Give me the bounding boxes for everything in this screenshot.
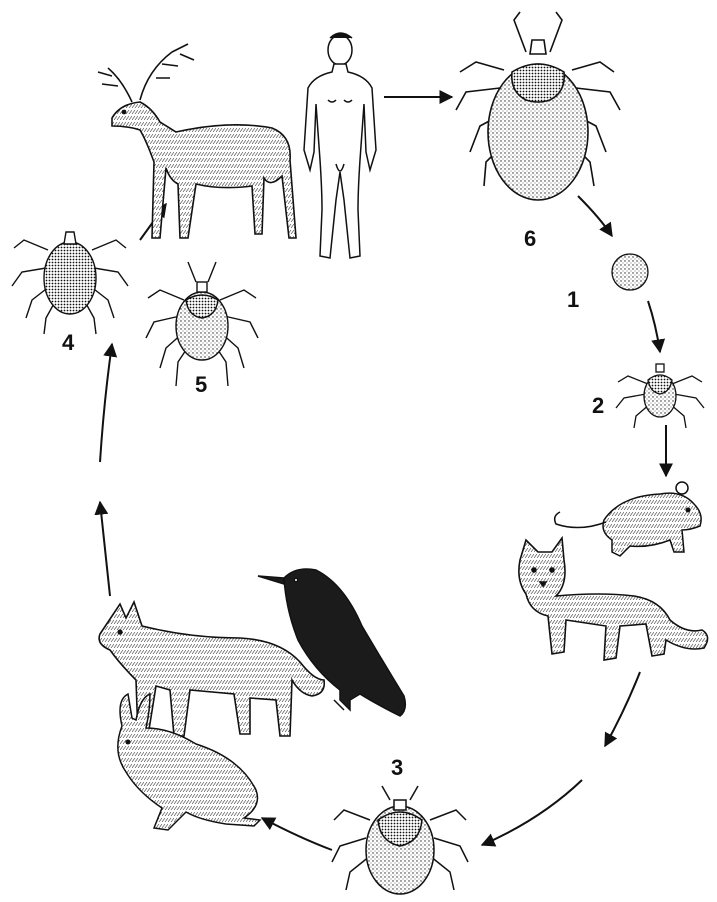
nymph-tick-icon bbox=[332, 786, 468, 894]
arrow-nymph-to-hare bbox=[262, 818, 332, 850]
arrow-cat-to-nymph bbox=[605, 672, 640, 746]
arrow-to-nymph bbox=[482, 780, 582, 845]
arrow-up-to-adults bbox=[100, 344, 112, 462]
larva-tick-icon bbox=[616, 364, 704, 428]
arrow-engorged-to-egg bbox=[578, 196, 612, 236]
cat-icon bbox=[519, 538, 708, 660]
deer-icon bbox=[98, 44, 296, 238]
adult-male-tick-icon bbox=[12, 232, 128, 334]
stage-label-3: 3 bbox=[391, 755, 403, 781]
engorged-female-tick-icon bbox=[456, 12, 620, 200]
egg-icon bbox=[612, 254, 648, 290]
stage-label-2: 2 bbox=[592, 393, 604, 419]
stage-label-4: 4 bbox=[62, 330, 74, 356]
arrow-egg-to-larva bbox=[648, 301, 660, 352]
arrow-fox-up bbox=[100, 502, 110, 596]
adult-female-tick-icon bbox=[146, 262, 258, 386]
stage-label-1: 1 bbox=[567, 287, 579, 313]
human-icon bbox=[304, 33, 376, 258]
stage-label-6: 6 bbox=[524, 226, 536, 252]
rodent-icon bbox=[555, 482, 701, 556]
stage-label-5: 5 bbox=[195, 372, 207, 398]
fox-icon bbox=[99, 602, 324, 736]
